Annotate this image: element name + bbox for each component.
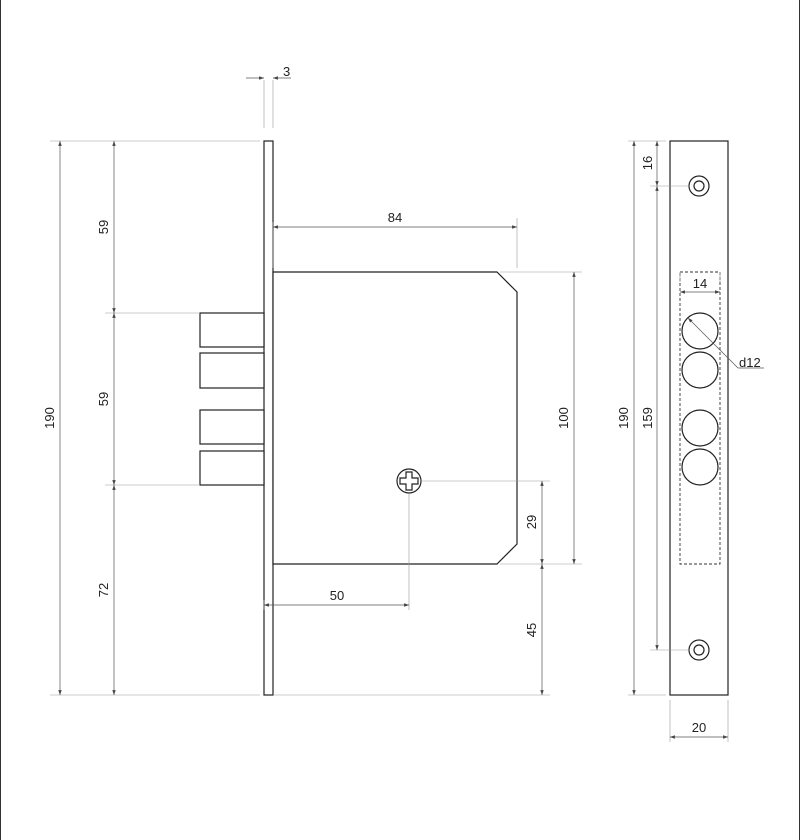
dim-cutout-width: 14 bbox=[693, 276, 707, 291]
top-screw-hole bbox=[688, 175, 710, 197]
bolt-1 bbox=[199, 312, 265, 348]
dim-body-height: 100 bbox=[556, 407, 571, 429]
dim-body-depth: 84 bbox=[388, 210, 402, 225]
dimension-lines-right bbox=[632, 141, 764, 739]
spindle-screw-icon bbox=[396, 468, 422, 494]
extension-lines-left bbox=[50, 80, 582, 696]
dim-total-height-right: 190 bbox=[616, 407, 631, 429]
faceplate-side bbox=[263, 140, 274, 696]
dimension-labels-right: 190 16 159 14 d12 20 bbox=[616, 156, 761, 735]
bottom-screw-hole bbox=[688, 639, 710, 661]
bolt-circle-3 bbox=[681, 409, 719, 447]
dimension-labels-left: 190 59 59 72 3 84 100 29 45 50 bbox=[42, 64, 571, 637]
bolt-circle-1 bbox=[681, 312, 719, 350]
side-view bbox=[199, 140, 518, 696]
dim-spindle-from-bottom: 29 bbox=[524, 515, 539, 529]
bolt-cutout bbox=[679, 271, 721, 565]
dim-faceplate-thickness: 3 bbox=[283, 64, 290, 79]
lock-body bbox=[272, 271, 518, 565]
dim-top-hole-offset: 16 bbox=[640, 156, 655, 170]
dimension-lines-left bbox=[58, 76, 576, 695]
dim-bolt-diameter: d12 bbox=[739, 355, 761, 370]
bolt-2 bbox=[199, 352, 265, 389]
dim-middle-spacing: 59 bbox=[96, 392, 111, 406]
dim-hole-spacing: 159 bbox=[640, 407, 655, 429]
dim-backset: 50 bbox=[330, 588, 344, 603]
dim-lower-spacing: 72 bbox=[96, 583, 111, 597]
dim-body-from-bottom: 45 bbox=[524, 623, 539, 637]
dim-faceplate-width: 20 bbox=[692, 720, 706, 735]
dim-total-height-left: 190 bbox=[42, 407, 57, 429]
dim-upper-spacing: 59 bbox=[96, 220, 111, 234]
bolt-4 bbox=[199, 450, 265, 486]
front-view bbox=[669, 140, 729, 696]
bolt-circle-4 bbox=[681, 448, 719, 486]
bolt-3 bbox=[199, 409, 265, 445]
bolt-circle-2 bbox=[681, 351, 719, 389]
